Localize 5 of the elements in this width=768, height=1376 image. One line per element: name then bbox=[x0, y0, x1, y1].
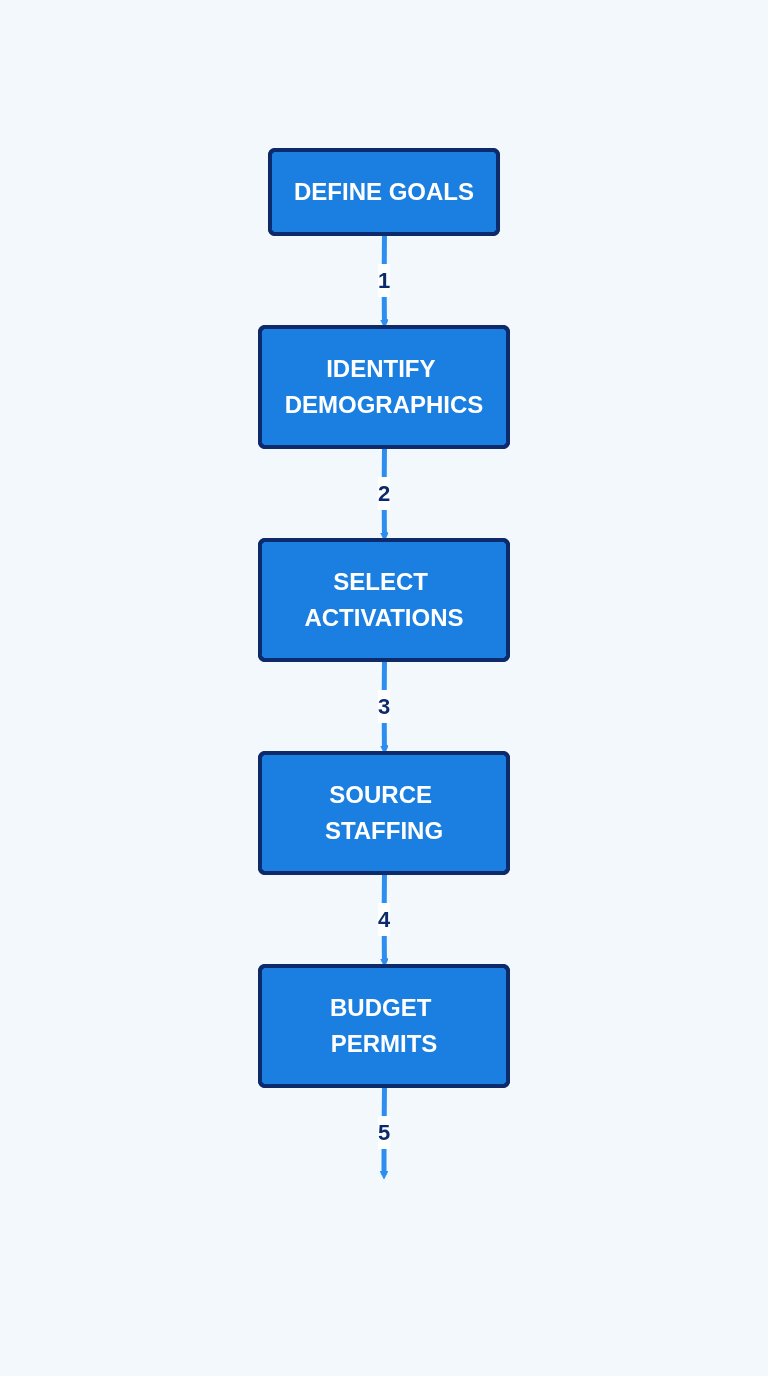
edge-label: 3 bbox=[377, 693, 391, 719]
edge-label: 1 bbox=[377, 267, 391, 293]
edge-label: 2 bbox=[377, 480, 391, 506]
edge-label: 5 bbox=[377, 1119, 391, 1145]
edge-label: 4 bbox=[377, 906, 391, 932]
